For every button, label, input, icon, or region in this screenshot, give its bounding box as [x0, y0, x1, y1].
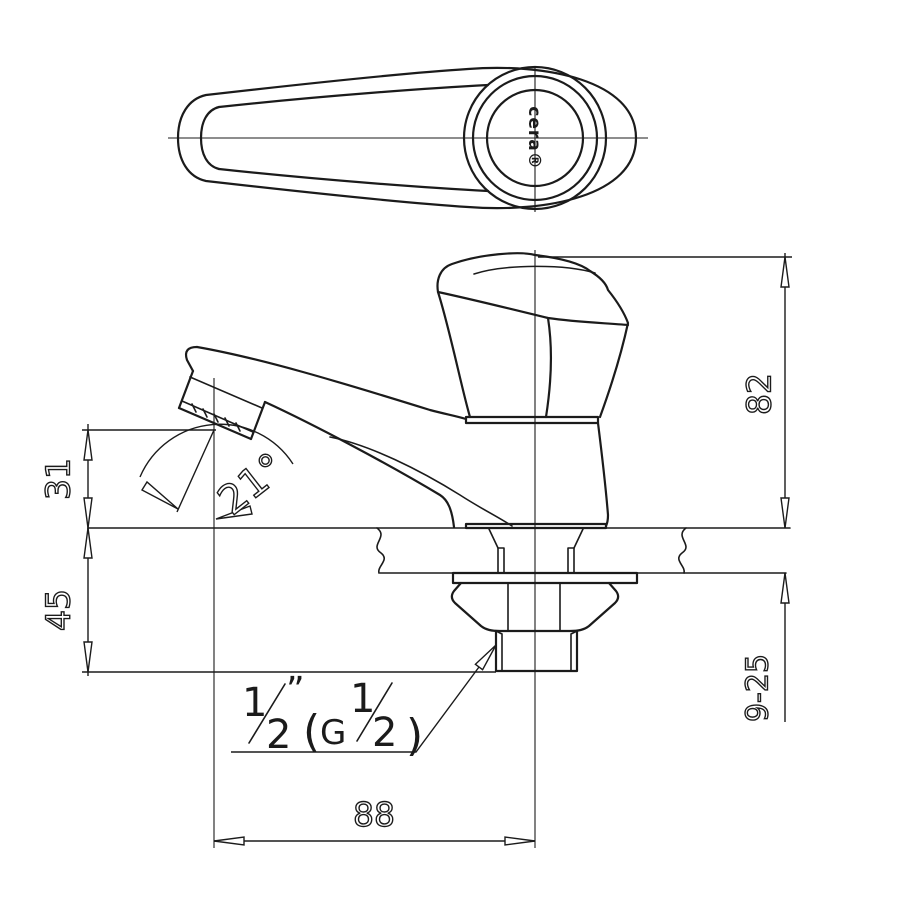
dim-9-25-label: 9-25 — [741, 654, 776, 722]
dimension-right-82: 82 — [538, 253, 792, 529]
handle-top-view: cera® — [168, 65, 648, 212]
shank-and-nut — [450, 528, 639, 673]
knob-outline — [436, 252, 630, 419]
dim-88-label: 88 — [353, 795, 395, 834]
thread-frac1-denominator: 2 — [266, 712, 291, 758]
thread-frac1-slash — [248, 683, 286, 744]
dimension-bottom-88: 88 — [213, 794, 536, 846]
deck-break-right — [678, 527, 687, 574]
arrowhead — [780, 497, 790, 529]
thread-callout: 1 2 ” ( G 1 2 ) — [231, 644, 497, 761]
arrowhead — [83, 429, 93, 461]
arrowhead — [83, 641, 93, 673]
spout-underside-edge — [263, 400, 456, 529]
dim-82-label: 82 — [740, 373, 779, 415]
dimension-angle-21: 21° — [139, 423, 295, 525]
thread-g-label: G — [320, 713, 346, 753]
dimension-left-31: 31 — [38, 424, 216, 532]
dimension-left-45: 45 — [38, 527, 496, 676]
arrowhead — [83, 527, 93, 559]
faucet-side-view — [87, 250, 791, 848]
dim-31-label: 31 — [39, 458, 78, 500]
arrowhead — [83, 497, 93, 529]
aerator-outlet-face — [177, 406, 253, 441]
arrowhead — [780, 572, 790, 604]
handle-inner-bottom-edge — [217, 167, 490, 193]
mounting-deck — [87, 527, 791, 574]
thread-inch-mark: ” — [286, 670, 305, 711]
arrowhead — [504, 836, 536, 846]
spout-body — [184, 345, 513, 529]
brand-mark: cera® — [524, 106, 544, 169]
handle-inner-top-edge — [217, 83, 490, 109]
knob-handle — [436, 252, 630, 425]
shank-taper-left — [488, 528, 499, 549]
angle-21-label: 21° — [210, 444, 294, 524]
thread-frac2-denominator: 2 — [372, 710, 397, 756]
knob-skirt-lip — [464, 415, 600, 425]
spout-nose — [184, 345, 199, 373]
dimension-right-9-25: 9-25 — [740, 572, 790, 723]
shank-walls — [497, 547, 575, 574]
aerator-knurl-ticks — [191, 403, 241, 432]
arrowhead — [474, 644, 497, 671]
threaded-tail — [494, 629, 579, 673]
threaded-tail-inner-lines — [495, 630, 578, 672]
spout-top-edge — [195, 345, 468, 421]
knob-facet-ridge — [436, 290, 630, 327]
arrowhead — [780, 256, 790, 288]
callout-underline-and-leader — [231, 666, 480, 753]
arrowhead — [213, 836, 245, 846]
hex-nut-facets — [507, 582, 561, 631]
aerator-shoulder-line — [189, 376, 263, 409]
thread-open-paren: ( — [303, 706, 320, 757]
thread-frac2-numerator: 1 — [350, 676, 375, 722]
base-right-edge — [596, 421, 610, 528]
arrowhead — [215, 505, 253, 520]
spout-axis-line — [176, 429, 215, 513]
spout-contour-line — [329, 436, 513, 527]
shank-taper-right — [573, 528, 584, 549]
washer-flange — [451, 571, 639, 585]
deck-break-left — [376, 527, 385, 574]
thread-frac2-slash — [356, 682, 393, 742]
knob-facet-vertical — [544, 316, 552, 419]
arrowhead — [141, 480, 179, 510]
thread-close-paren: ) — [406, 710, 423, 761]
dim-45-label: 45 — [39, 589, 78, 631]
angle-arc — [139, 423, 294, 478]
spout-aerator — [177, 369, 267, 441]
